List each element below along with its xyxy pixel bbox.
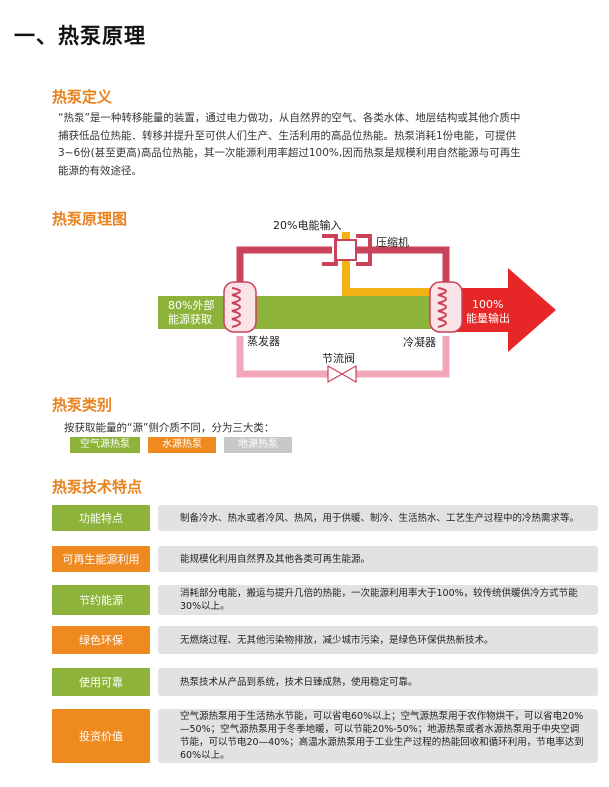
evaporator-label: 蒸发器 [247,334,280,348]
low-pressure-pipe [236,336,450,378]
feature-label: 可再生能源利用 [52,546,150,572]
output-label-1: 100% [472,298,503,311]
feature-label: 投资价值 [52,709,150,763]
type-air-source: 空气源热泵 [70,437,140,453]
expansion-valve-icon [327,364,357,384]
high-pressure-pipe [236,246,450,284]
feature-label: 使用可靠 [52,668,150,696]
diagram-title: 热泵原理图 [52,210,128,228]
types-title: 热泵类别 [52,396,113,414]
definition-text: “热泵”是一种转移能量的装置，通过电力做功，从自然界的空气、各类水体、地层结构或… [58,112,521,177]
feature-desc: 空气源热泵用于生活热水节能，可以省电60%以上；空气源热泵用于农作物烘干，可以省… [158,709,598,763]
type-ground-source: 地源热泵 [224,437,292,453]
feature-desc: 制备冷水、热水或者冷风、热风，用于供暖、制冷、生活热水、工艺生产过程中的冷热需求… [158,505,598,531]
external-energy-band [158,296,458,329]
feature-label: 绿色环保 [52,626,150,654]
compressor-label: 压缩机 [376,235,409,249]
feature-label: 功能特点 [52,505,150,531]
type-water-source: 水源热泵 [148,437,216,453]
page-title: 一、热泵原理 [14,24,146,48]
features-title: 热泵技术特点 [52,478,143,496]
heat-pump-diagram: 20%电能输入 压缩机 80%外部 能源获取 蒸发器 冷凝器 节流阀 100% … [158,218,556,384]
energy-output-arrow [442,268,556,352]
output-label-2: 能量输出 [466,311,510,325]
condenser-icon [429,281,463,333]
compressor-icon [322,234,372,266]
types-lead: 按获取能量的“源”侧介质不同，分为三大类： [64,422,275,434]
definition-title: 热泵定义 [52,88,113,106]
feature-label: 节约能源 [52,585,150,615]
feature-desc: 消耗部分电能，搬运与提升几倍的热能，一次能源利用率大于100%，较传统供暖供冷方… [158,585,598,615]
expansion-valve-label: 节流阀 [322,351,355,365]
feature-desc: 热泵技术从产品到系统，技术日臻成熟，使用稳定可靠。 [158,668,598,696]
feature-desc: 无燃烧过程、无其他污染物排放，减少城市污染，是绿色环保供热新技术。 [158,626,598,654]
external-energy-label-1: 80%外部 [168,298,214,312]
external-energy-label-2: 能源获取 [168,312,212,326]
condenser-label: 冷凝器 [403,335,436,349]
power-input-label: 20%电能输入 [273,218,341,232]
feature-desc: 能规模化利用自然界及其他各类可再生能源。 [158,546,598,572]
evaporator-icon [223,281,257,333]
